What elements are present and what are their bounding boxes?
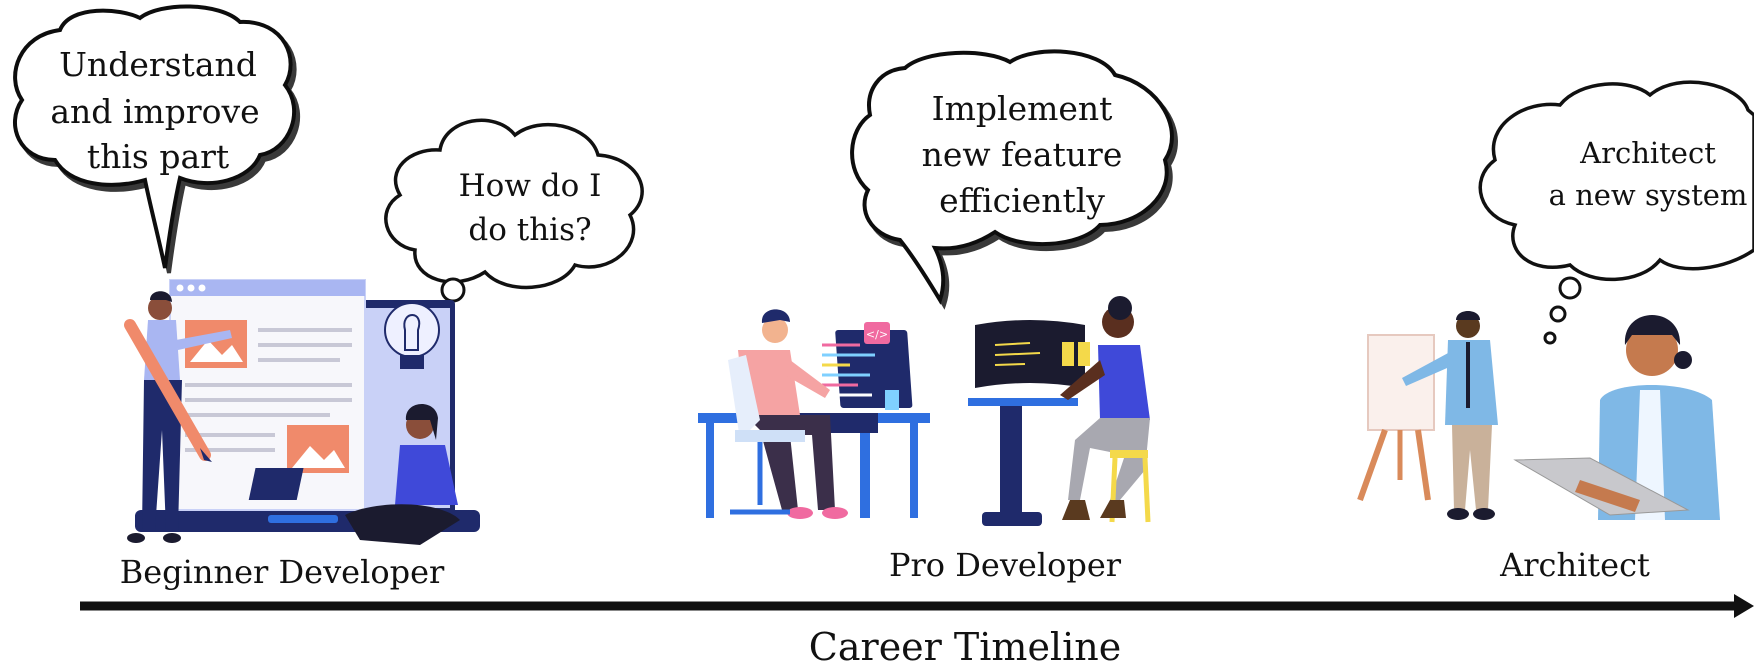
architect-illustration — [1357, 311, 1720, 520]
timeline-label: Career Timeline — [809, 625, 1121, 669]
beginner-speech-text-3: this part — [87, 137, 229, 176]
pro-speech-bubble — [850, 49, 1174, 305]
architect-thought-bubble — [1478, 80, 1754, 345]
beginner-thought-bubble — [384, 118, 644, 303]
stage-label-architect: Architect — [1499, 546, 1650, 584]
pro-speech-text-3: efficiently — [939, 181, 1105, 220]
stage-label-beginner: Beginner Developer — [120, 553, 445, 591]
stage-label-pro: Pro Developer — [889, 546, 1122, 584]
timeline-arrow — [80, 594, 1754, 618]
svg-text:</>: </> — [866, 328, 888, 341]
beginner-speech-text-2: and improve — [50, 92, 259, 131]
architect-thought-text-2: a new system — [1549, 178, 1748, 212]
beginner-speech-text-1: Understand — [59, 45, 257, 84]
beginner-illustration — [124, 279, 480, 545]
pro-illustration: </> — [698, 296, 1151, 526]
architect-thought-text-1: Architect — [1579, 136, 1716, 170]
pro-speech-text-1: Implement — [932, 89, 1113, 128]
beginner-thought-text-2: do this? — [468, 212, 591, 248]
pro-speech-text-2: new feature — [922, 135, 1123, 174]
beginner-speech-bubble — [12, 4, 296, 269]
beginner-thought-text-1: How do I — [459, 168, 602, 204]
